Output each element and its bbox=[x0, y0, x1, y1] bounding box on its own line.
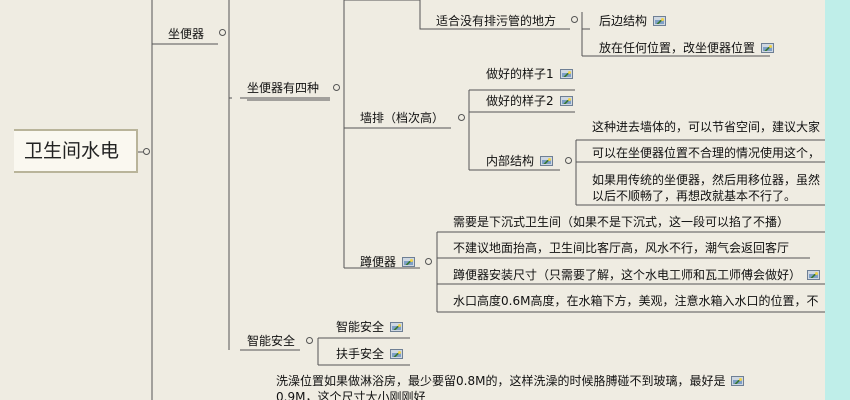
node-smart-safety-item[interactable]: 智能安全 bbox=[336, 320, 404, 335]
collapse-toggle-icon[interactable] bbox=[458, 114, 465, 121]
collapse-toggle-icon[interactable] bbox=[306, 337, 313, 344]
collapse-toggle-icon[interactable] bbox=[571, 16, 578, 23]
node-sample-1-label: 做好的样子1 bbox=[486, 67, 554, 81]
mindmap-sheet: 卫生间水电 坐便器 坐便器有四种 适合没有排污管的地方 后边结构 放在任何位置，… bbox=[0, 0, 825, 400]
node-inner-note-2-label: 可以在坐便器位置不合理的情况使用这个， bbox=[592, 146, 821, 160]
node-back-structure-label: 后边结构 bbox=[599, 14, 648, 28]
node-shower-line2-label: 0.9M，这个尺寸大小刚刚好 bbox=[276, 390, 426, 400]
node-inner-note-2[interactable]: 可以在坐便器位置不合理的情况使用这个， bbox=[592, 146, 820, 161]
image-icon[interactable] bbox=[390, 322, 404, 332]
node-sample-1[interactable]: 做好的样子1 bbox=[486, 67, 573, 82]
node-no-drain-label: 适合没有排污管的地方 bbox=[436, 14, 557, 28]
node-inner-note-3-label: 如果用传统的坐便器，然后用移位器，虽然 bbox=[592, 173, 821, 187]
node-any-position[interactable]: 放在任何位置，改坐便器位置 bbox=[599, 41, 775, 56]
node-any-position-label: 放在任何位置，改坐便器位置 bbox=[599, 41, 756, 55]
node-handrail-safety-label: 扶手安全 bbox=[336, 347, 385, 361]
node-wall-hung-label: 墙排（档次高） bbox=[360, 111, 445, 125]
node-squat-note-4-label: 水口高度0.6M高度，在水箱下方，美观，注意水箱入水口的位置，不 bbox=[453, 294, 819, 308]
collapse-toggle-icon[interactable] bbox=[425, 258, 432, 265]
image-icon[interactable] bbox=[807, 270, 821, 280]
root-node-box[interactable] bbox=[14, 129, 138, 173]
node-sample-2[interactable]: 做好的样子2 bbox=[486, 94, 573, 109]
node-squat-note-3-label: 蹲便器安装尺寸（只需要了解，这个水电工师和瓦工师傅会做好） bbox=[453, 268, 802, 282]
image-icon[interactable] bbox=[390, 349, 404, 359]
node-inner-note-1-label: 这种进去墙体的，可以节省空间，建议大家 bbox=[592, 120, 821, 134]
node-no-drain[interactable]: 适合没有排污管的地方 bbox=[436, 14, 556, 29]
node-four-kinds-label: 坐便器有四种 bbox=[247, 81, 320, 95]
node-wall-hung[interactable]: 墙排（档次高） bbox=[360, 111, 444, 126]
node-squat-label: 蹲便器 bbox=[360, 255, 397, 269]
node-squat-note-1-label: 需要是下沉式卫生间（如果不是下沉式，这一段可以掐了不播） bbox=[453, 215, 790, 229]
node-squat-note-3[interactable]: 蹲便器安装尺寸（只需要了解，这个水电工师和瓦工师傅会做好） bbox=[453, 268, 821, 283]
node-shower-line1: 洗澡位置如果做淋浴房，最少要留0.8M的，这样洗澡的时候胳膊碰不到玻璃，最好是 bbox=[276, 374, 726, 388]
node-toilet[interactable]: 坐便器 bbox=[168, 27, 204, 42]
root-node-label: 卫生间水电 bbox=[24, 140, 120, 162]
collapse-toggle-icon[interactable] bbox=[333, 84, 340, 91]
node-sample-2-label: 做好的样子2 bbox=[486, 94, 554, 108]
node-back-structure[interactable]: 后边结构 bbox=[599, 14, 667, 29]
node-squat-note-2-label: 不建议地面抬高，卫生间比客厅高，风水不行，潮气会返回客厅 bbox=[453, 241, 790, 255]
node-squat[interactable]: 蹲便器 bbox=[360, 255, 416, 270]
node-inner-note-1[interactable]: 这种进去墙体的，可以节省空间，建议大家 bbox=[592, 120, 820, 135]
node-squat-note-1[interactable]: 需要是下沉式卫生间（如果不是下沉式，这一段可以掐了不播） bbox=[453, 215, 789, 230]
node-inner-note-3b: 以后不顺畅了，再想改就基本不行了。 bbox=[592, 189, 796, 204]
node-inner-note-3b-label: 以后不顺畅了，再想改就基本不行了。 bbox=[592, 189, 797, 203]
image-icon[interactable] bbox=[559, 69, 573, 79]
node-toilet-label: 坐便器 bbox=[168, 27, 205, 41]
node-shower[interactable]: 洗澡位置如果做淋浴房，最少要留0.8M的，这样洗澡的时候胳膊碰不到玻璃，最好是 bbox=[276, 374, 745, 389]
image-icon[interactable] bbox=[761, 43, 775, 53]
node-shower-line2: 0.9M，这个尺寸大小刚刚好 bbox=[276, 390, 425, 400]
node-smart-safety-label: 智能安全 bbox=[247, 334, 296, 348]
node-squat-note-4[interactable]: 水口高度0.6M高度，在水箱下方，美观，注意水箱入水口的位置，不 bbox=[453, 294, 818, 309]
image-icon[interactable] bbox=[559, 96, 573, 106]
node-squat-note-2[interactable]: 不建议地面抬高，卫生间比客厅高，风水不行，潮气会返回客厅 bbox=[453, 241, 789, 256]
node-smart-safety[interactable]: 智能安全 bbox=[247, 334, 295, 349]
collapse-toggle-icon[interactable] bbox=[565, 157, 572, 164]
node-four-kinds[interactable]: 坐便器有四种 bbox=[247, 81, 319, 96]
node-inner-note-3[interactable]: 如果用传统的坐便器，然后用移位器，虽然 bbox=[592, 173, 820, 188]
node-inner-structure[interactable]: 内部结构 bbox=[486, 154, 554, 169]
node-smart-safety-item-label: 智能安全 bbox=[336, 320, 385, 334]
connector-lines bbox=[138, 0, 825, 400]
collapse-toggle-icon[interactable] bbox=[143, 148, 150, 155]
image-icon[interactable] bbox=[540, 156, 554, 166]
node-handrail-safety[interactable]: 扶手安全 bbox=[336, 347, 404, 362]
node-inner-structure-label: 内部结构 bbox=[486, 154, 535, 168]
collapse-toggle-icon[interactable] bbox=[219, 29, 226, 36]
image-icon[interactable] bbox=[402, 257, 416, 267]
image-icon[interactable] bbox=[731, 376, 745, 386]
image-icon[interactable] bbox=[653, 16, 667, 26]
